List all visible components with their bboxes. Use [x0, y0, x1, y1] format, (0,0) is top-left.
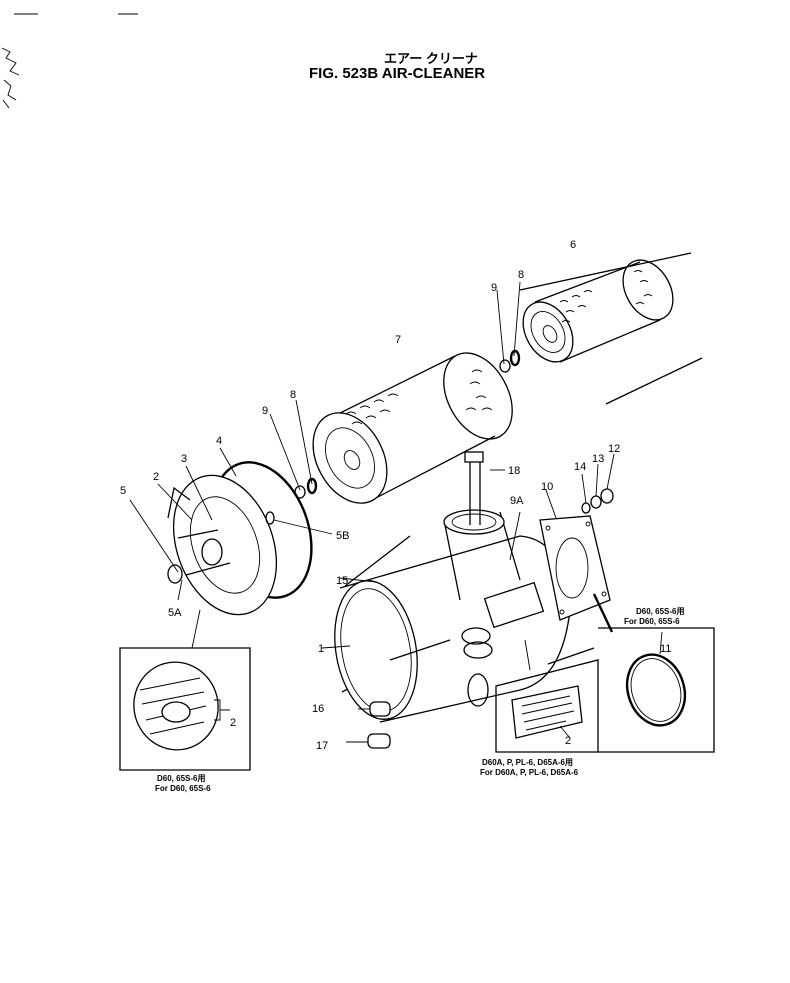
inset-right-caption-1: D60, 65S-6用 [636, 607, 684, 616]
cover-assembly [129, 447, 333, 649]
inset-left [119, 647, 251, 771]
fittings-12-13-14 [581, 453, 615, 514]
callout-15: 15 [336, 575, 348, 587]
inset-left-caption-2: For D60, 65S-6 [155, 784, 211, 793]
hose-16 [358, 701, 391, 717]
main-housing-1 [321, 451, 571, 749]
callout-3: 3 [181, 453, 187, 465]
inset-middle-caption-2: For D60A, P, PL-6, D65A-6 [480, 768, 579, 777]
callout-8-top: 8 [518, 269, 524, 281]
inset-right-caption-2: For D60, 65S-6 [624, 617, 680, 626]
callout-4: 4 [216, 435, 222, 447]
callouts: 1 2 3 4 5 5A 5B 6 7 8 8 9 9 9A 10 12 13 … [120, 239, 671, 752]
callout-2: 2 [153, 471, 159, 483]
callout-10: 10 [541, 481, 553, 493]
inset-left-caption-1: D60, 65S-6用 [157, 774, 205, 783]
inset-captions: D60, 65S-6用 For D60, 65S-6 D60A, P, PL-6… [155, 607, 684, 793]
callout-6: 6 [570, 239, 576, 251]
scan-marks [1, 13, 138, 109]
callout-8-left: 8 [290, 389, 296, 401]
outer-element-7 [312, 352, 513, 504]
callout-1: 1 [318, 643, 324, 655]
callout-2-inset-middle: 2 [565, 735, 571, 747]
gasket-10 [539, 489, 614, 633]
callout-9-left: 9 [262, 405, 268, 417]
japanese-title: エアー クリーナ [384, 51, 478, 66]
inset-middle [495, 659, 599, 753]
callout-5a: 5A [168, 607, 182, 619]
callout-18: 18 [508, 465, 520, 477]
callout-12: 12 [608, 443, 620, 455]
hose-17 [346, 733, 391, 749]
callout-14: 14 [574, 461, 586, 473]
callout-5b: 5B [336, 530, 349, 542]
callout-9a: 9A [510, 495, 524, 507]
callout-13: 13 [592, 453, 604, 465]
callout-7: 7 [395, 334, 401, 346]
inset-middle-caption-1: D60A, P, PL-6, D65A-6用 [482, 758, 573, 767]
callout-2-inset-left: 2 [230, 717, 236, 729]
callout-17: 17 [316, 740, 328, 752]
callout-9-top: 9 [491, 282, 497, 294]
callout-5: 5 [120, 485, 126, 497]
callout-16: 16 [312, 703, 324, 715]
inset-right [598, 627, 715, 753]
figure-title: FIG. 523B AIR-CLEANER [309, 65, 485, 82]
callout-11: 11 [660, 643, 671, 655]
gaskets-nuts [269, 281, 521, 499]
safety-element-6 [519, 252, 703, 405]
